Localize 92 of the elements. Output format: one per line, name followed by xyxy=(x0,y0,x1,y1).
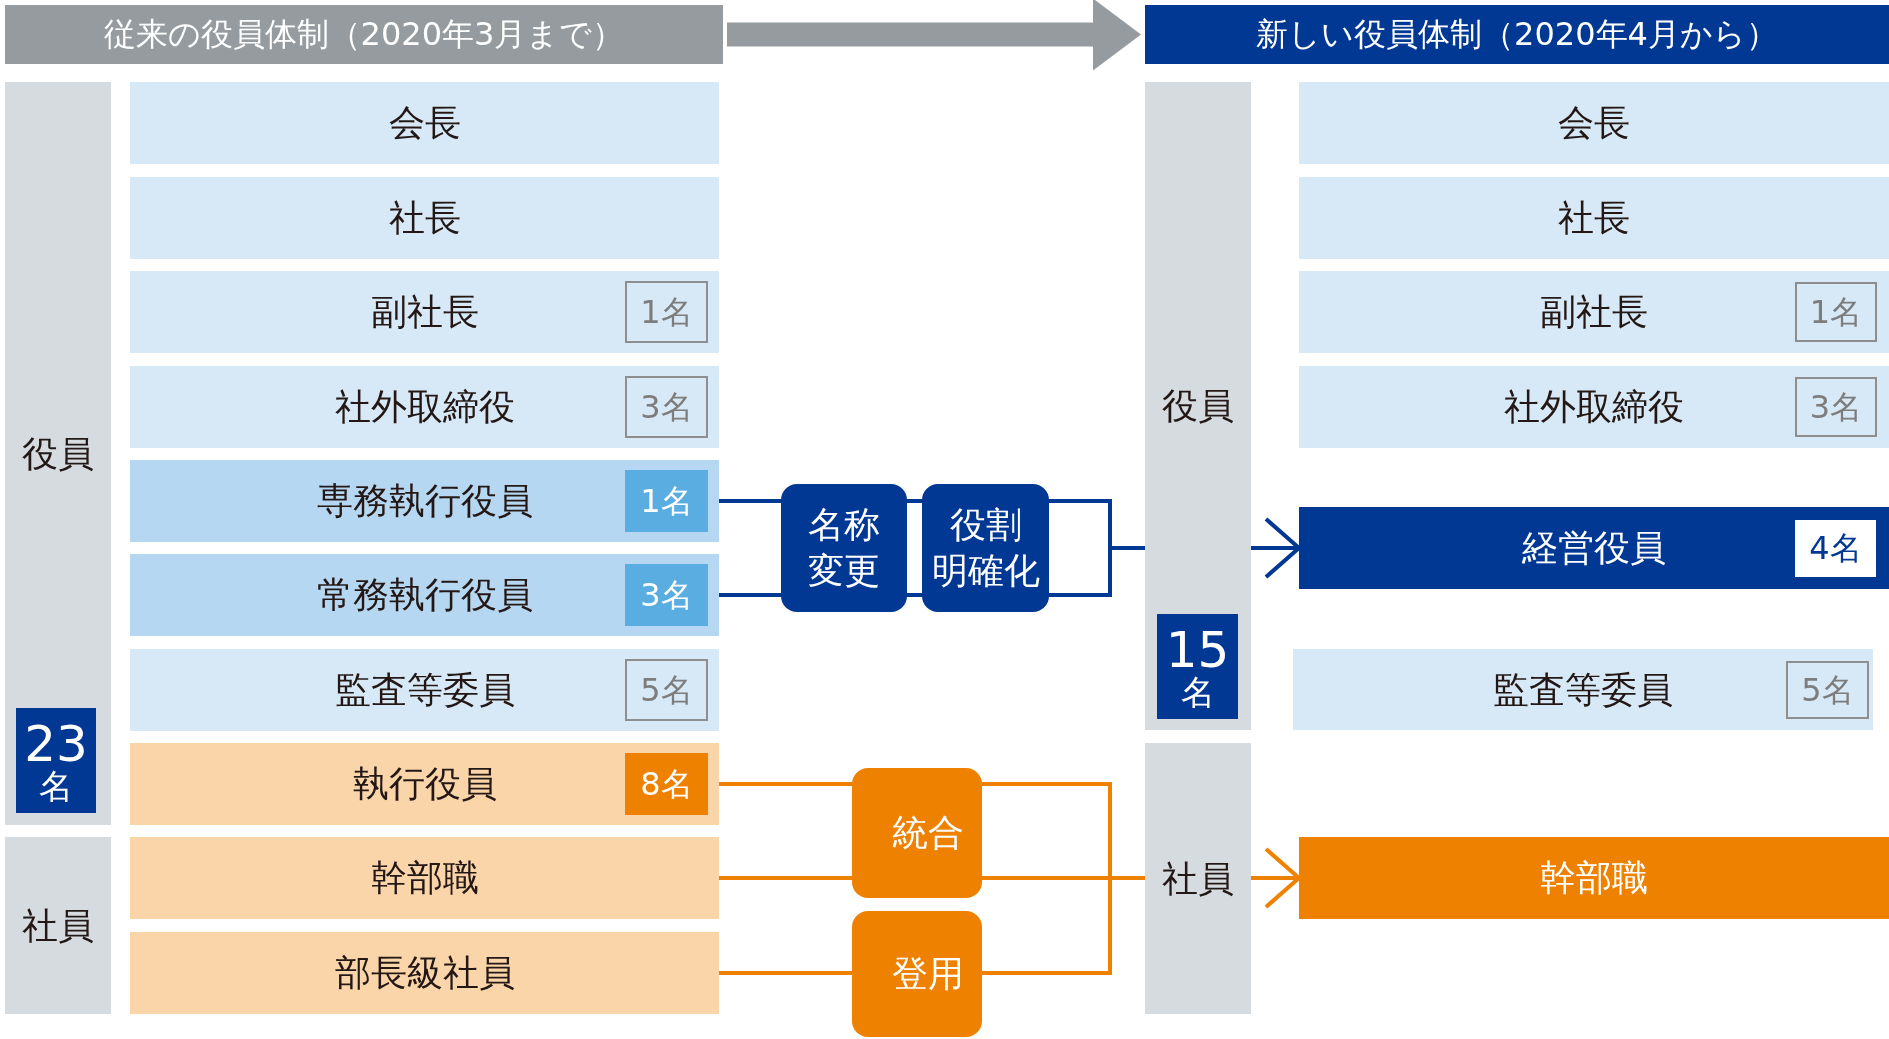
connector-line xyxy=(719,782,852,786)
category-label: 役員 xyxy=(22,431,94,476)
connector-line xyxy=(719,593,781,597)
position-bar xyxy=(130,82,719,164)
category-label: 社員 xyxy=(1162,856,1234,901)
headcount-badge xyxy=(1786,661,1869,719)
category-label: 役員 xyxy=(1162,384,1234,428)
headcount-number: 15 xyxy=(1165,624,1230,675)
headcount-badge xyxy=(625,281,708,343)
category-column xyxy=(5,82,111,825)
position-label: 部長級社員 xyxy=(334,951,515,995)
position-bar xyxy=(130,366,719,448)
position-bar xyxy=(1299,271,1889,353)
headcount-text: 3名 xyxy=(640,387,693,427)
position-label: 監査等委員 xyxy=(1493,667,1673,712)
position-bar xyxy=(1299,82,1889,164)
change-label: 役割明確化 xyxy=(930,502,1041,593)
position-bar xyxy=(130,460,719,542)
category-column xyxy=(1145,82,1251,730)
headcount-text: 1名 xyxy=(640,292,693,332)
headcount-text: 3名 xyxy=(1809,387,1863,427)
headcount-text: 3名 xyxy=(640,575,693,615)
position-label: 副社長 xyxy=(370,290,479,334)
heading-band xyxy=(1145,5,1889,64)
position-label: 執行役員 xyxy=(352,762,497,806)
position-label: 専務執行役員 xyxy=(316,479,533,523)
category-label: 社員 xyxy=(22,903,94,948)
position-bar xyxy=(1299,837,1889,919)
change-label: 統合 xyxy=(890,810,965,855)
position-label: 監査等委員 xyxy=(334,668,515,712)
heading-text: 従来の役員体制（2020年3月まで） xyxy=(103,15,625,54)
change-box xyxy=(852,768,982,898)
change-box xyxy=(781,484,907,612)
headcount-badge xyxy=(1795,520,1876,577)
position-bar xyxy=(130,177,719,259)
headcount-badge xyxy=(1795,377,1877,437)
position-label: 経営役員 xyxy=(1522,526,1666,570)
position-bar xyxy=(130,554,719,636)
headcount-text: 5名 xyxy=(640,670,693,710)
change-box xyxy=(922,484,1049,612)
headcount-text: 5名 xyxy=(1801,670,1854,710)
headcount-total-badge xyxy=(16,708,96,813)
headcount-text: 1名 xyxy=(640,481,693,521)
connector-line xyxy=(982,876,1145,975)
connector-line xyxy=(907,593,922,597)
heading-text: 新しい役員体制（2020年4月から） xyxy=(1256,15,1778,54)
position-bar xyxy=(1293,649,1873,730)
connector-line xyxy=(719,876,852,880)
arrow xyxy=(1251,517,1301,579)
category-column xyxy=(5,837,111,1014)
position-bar xyxy=(1299,366,1889,448)
position-label: 常務執行役員 xyxy=(316,573,533,617)
position-label: 会長 xyxy=(388,101,461,145)
headcount-badge xyxy=(1795,282,1877,342)
position-label: 副社長 xyxy=(1540,290,1648,334)
position-label: 幹部職 xyxy=(1540,856,1648,900)
position-label: 会長 xyxy=(1558,101,1630,145)
connector-line xyxy=(719,971,852,975)
change-label: 登用 xyxy=(890,951,965,996)
position-label: 社外取締役 xyxy=(334,385,515,429)
arrow xyxy=(1251,847,1301,909)
headcount-badge xyxy=(625,470,708,532)
headcount-text: 8名 xyxy=(640,764,693,804)
change-box xyxy=(852,911,982,1037)
headcount-total-badge xyxy=(1157,614,1238,719)
position-bar xyxy=(130,743,719,825)
category-column xyxy=(1145,743,1251,1014)
position-label: 社長 xyxy=(388,196,461,240)
headcount-badge xyxy=(625,753,708,815)
position-bar xyxy=(130,837,719,919)
heading-band xyxy=(5,5,723,64)
block-arrow xyxy=(727,0,1141,71)
headcount-badge xyxy=(625,659,708,721)
position-bar xyxy=(1299,177,1889,259)
change-label: 名称変更 xyxy=(807,502,881,593)
headcount-unit: 名 xyxy=(1180,674,1215,709)
headcount-badge xyxy=(625,376,708,438)
connector-line xyxy=(1047,499,1147,597)
position-bar xyxy=(1299,507,1889,589)
position-label: 社長 xyxy=(1558,196,1630,240)
headcount-number: 23 xyxy=(24,718,88,769)
position-label: 社外取締役 xyxy=(1504,385,1684,429)
headcount-unit: 名 xyxy=(39,768,73,803)
headcount-text: 4名 xyxy=(1809,529,1862,568)
position-bar xyxy=(130,932,719,1014)
connector-line xyxy=(907,499,922,503)
position-label: 幹部職 xyxy=(370,856,479,900)
headcount-badge xyxy=(625,564,708,626)
headcount-text: 1名 xyxy=(1809,292,1863,332)
position-bar xyxy=(130,271,719,353)
connector-line xyxy=(719,499,781,503)
position-bar xyxy=(130,649,719,731)
